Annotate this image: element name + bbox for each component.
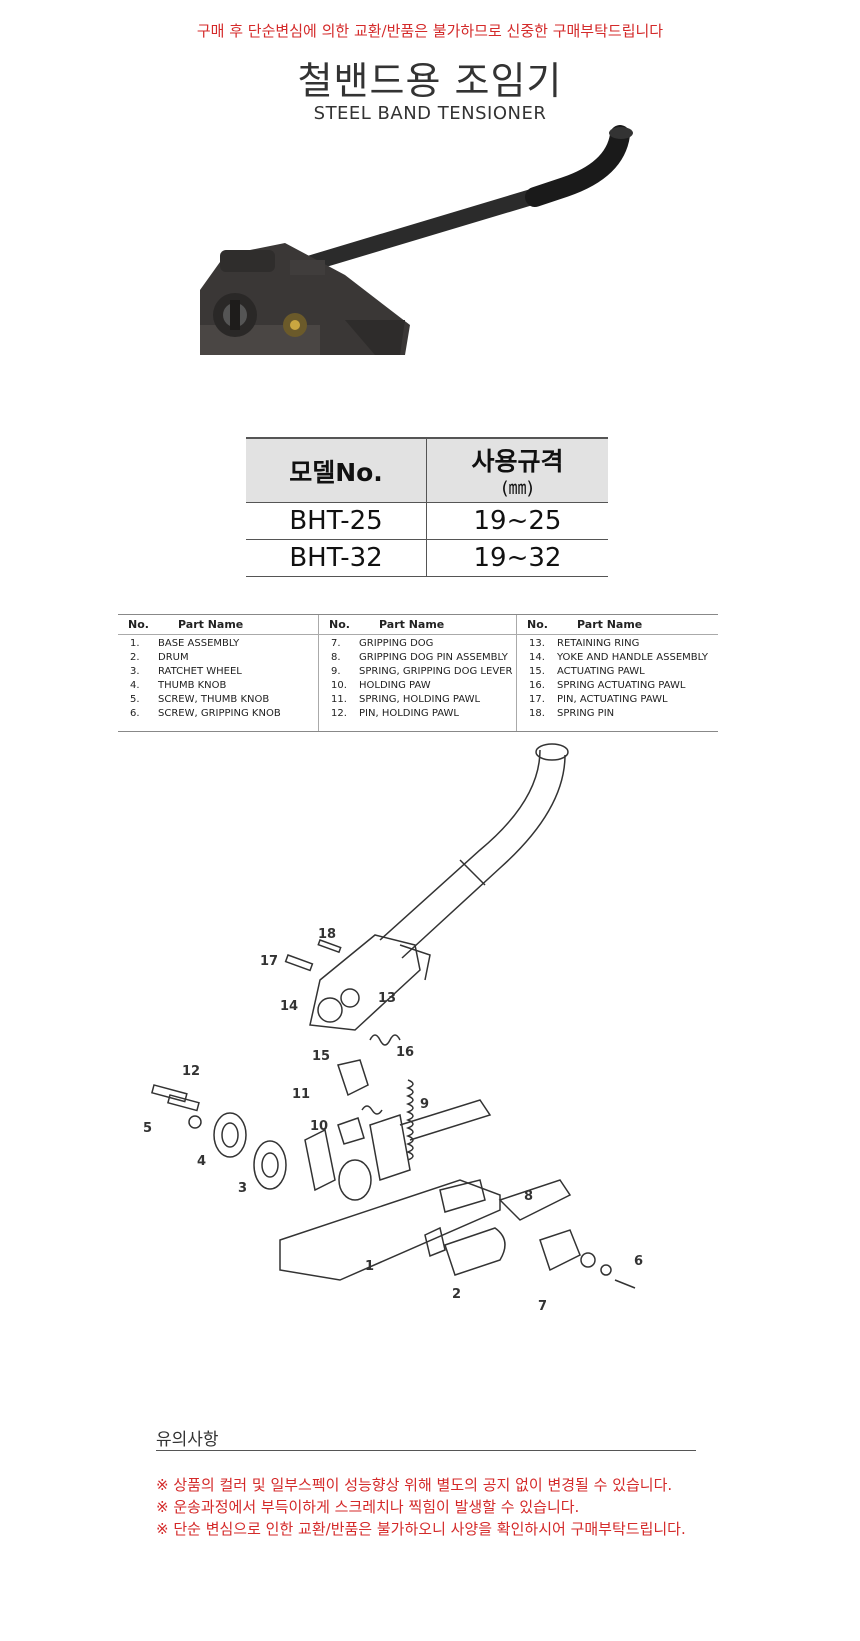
list-item: 15.ACTUATING PAWL <box>529 666 645 677</box>
parts-column: No.Part Name 1.BASE ASSEMBLY 2.DRUM 3.RA… <box>118 615 318 731</box>
diagram-label: 4 <box>197 1154 206 1169</box>
diagram-label: 3 <box>238 1181 247 1196</box>
diagram-label: 10 <box>310 1119 328 1134</box>
list-item: 14.YOKE AND HANDLE ASSEMBLY <box>529 652 708 663</box>
spec-cell: 19~32 <box>426 539 608 577</box>
caution-title: 유의사항 <box>156 1430 219 1450</box>
caution-line: ※ 단순 변심으로 인한 교환/반품은 불가하오니 사양을 확인하시어 구매부탁… <box>156 1520 686 1538</box>
diagram-label: 15 <box>312 1049 330 1064</box>
diagram-label: 11 <box>292 1087 310 1102</box>
table-row: BHT-25 19~25 <box>246 502 608 540</box>
purchase-notice: 구매 후 단순변심에 의한 교환/반품은 불가하므로 신중한 구매부탁드립니다 <box>196 22 664 40</box>
diagram-label: 12 <box>182 1064 200 1079</box>
list-item: 7.GRIPPING DOG <box>331 638 434 649</box>
model-cell: BHT-25 <box>246 502 427 540</box>
list-item: 13.RETAINING RING <box>529 638 640 649</box>
list-item: 2.DRUM <box>130 652 189 663</box>
diagram-label: 18 <box>318 927 336 942</box>
diagram-label: 13 <box>378 991 396 1006</box>
diagram-number-labels: 17 18 14 13 15 16 12 11 9 5 10 4 3 8 1 2… <box>143 927 643 1314</box>
table-row: BHT-32 19~32 <box>246 539 608 577</box>
list-item: 10.HOLDING PAW <box>331 680 431 691</box>
diagram-label: 17 <box>260 954 278 969</box>
spec-cell: 19~25 <box>426 502 608 540</box>
list-item: 5.SCREW, THUMB KNOB <box>130 694 270 705</box>
exploded-parts-diagram: 17 18 14 13 15 16 12 11 9 5 10 4 3 8 1 2… <box>143 743 643 1314</box>
product-title-english: STEEL BAND TENSIONER <box>313 103 547 124</box>
spec-table-header: 모델No. 사용규격 (㎜) <box>246 437 608 503</box>
caution-line: ※ 운송과정에서 부득이하게 스크레치나 찍힘이 발생할 수 있습니다. <box>156 1498 580 1516</box>
list-item: 8.GRIPPING DOG PIN ASSEMBLY <box>331 652 508 663</box>
product-title-korean: 철밴드용 조임기 <box>297 59 563 103</box>
parts-column: No.Part Name 7.GRIPPING DOG 8.GRIPPING D… <box>318 615 517 731</box>
list-item: 9.SPRING, GRIPPING DOG LEVER <box>331 666 513 677</box>
diagram-label: 6 <box>634 1254 643 1269</box>
divider <box>156 1450 696 1451</box>
parts-table: No.Part Name 1.BASE ASSEMBLY 2.DRUM 3.RA… <box>118 614 718 732</box>
spec-header: 사용규격 (㎜) <box>426 437 608 503</box>
list-item: 1.BASE ASSEMBLY <box>130 638 240 649</box>
model-cell: BHT-32 <box>246 539 427 577</box>
list-item: 12.PIN, HOLDING PAWL <box>331 708 459 719</box>
list-item: 4.THUMB KNOB <box>130 680 227 691</box>
diagram-label: 2 <box>452 1287 461 1302</box>
diagram-label: 7 <box>538 1299 547 1314</box>
parts-header: No.Part Name <box>517 615 718 635</box>
caution-line: ※ 상품의 컬러 및 일부스펙이 성능향상 위해 별도의 공지 없이 변경될 수… <box>156 1476 673 1494</box>
diagram-label: 16 <box>396 1045 414 1060</box>
parts-column: No.Part Name 13.RETAINING RING 14.YOKE A… <box>516 615 718 731</box>
list-item: 16.SPRING ACTUATING PAWL <box>529 680 686 691</box>
list-item: 17.PIN, ACTUATING PAWL <box>529 694 668 705</box>
diagram-label: 14 <box>280 999 298 1014</box>
parts-header: No.Part Name <box>319 615 517 635</box>
spec-table: 모델No. 사용규격 (㎜) BHT-25 19~25 BHT-32 19~32 <box>246 437 608 577</box>
parts-header: No.Part Name <box>118 615 318 635</box>
list-item: 18.SPRING PIN <box>529 708 615 719</box>
spec-unit: (㎜) <box>501 477 534 499</box>
diagram-label: 8 <box>524 1189 533 1204</box>
list-item: 11.SPRING, HOLDING PAWL <box>331 694 481 705</box>
list-item: 6.SCREW, GRIPPING KNOB <box>130 708 281 719</box>
diagram-label: 9 <box>420 1097 429 1112</box>
diagram-label: 1 <box>365 1259 374 1274</box>
list-item: 3.RATCHET WHEEL <box>130 666 242 677</box>
diagram-label: 5 <box>143 1121 152 1136</box>
model-header: 모델No. <box>246 437 427 503</box>
spec-header-label: 사용규격 <box>471 446 564 476</box>
product-photo <box>200 125 633 355</box>
